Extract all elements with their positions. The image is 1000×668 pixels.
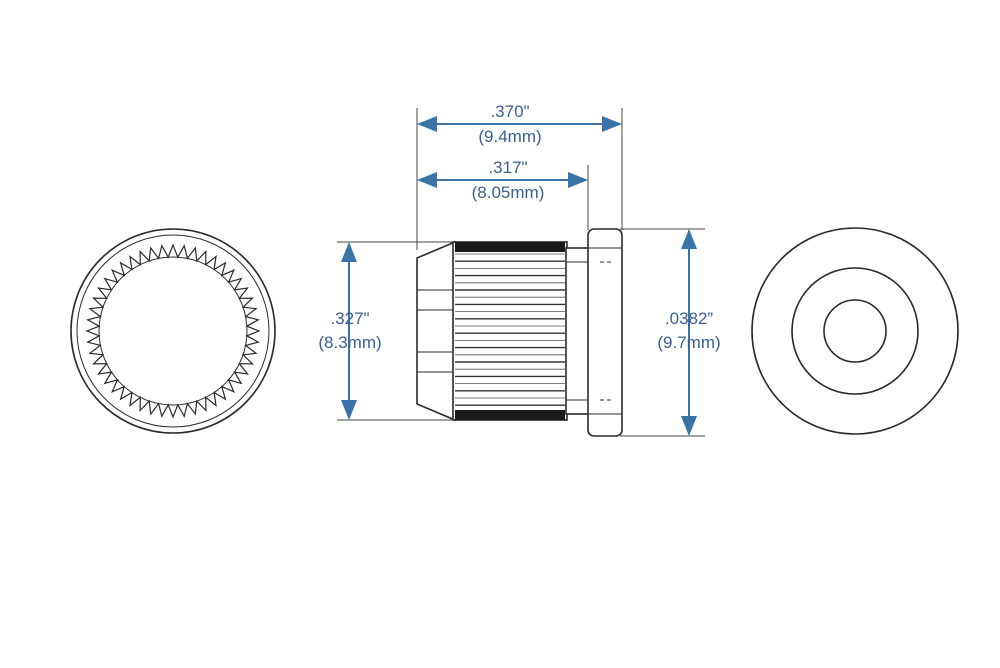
body-diameter-mm: (8.3mm) [318, 333, 381, 352]
end-view-flange [751, 227, 959, 435]
flange-diameter-mm: (9.7mm) [657, 333, 720, 352]
body-length-inch: .317" [488, 158, 527, 177]
bore-circle [98, 256, 248, 406]
overall-length-inch: .370" [490, 102, 529, 121]
body-length-mm: (8.05mm) [472, 183, 545, 202]
body-diameter-inch: .327" [330, 309, 369, 328]
knurl-bottom-band [455, 410, 565, 420]
flange [587, 228, 623, 437]
knurl-lines [455, 242, 565, 420]
shank [565, 247, 591, 415]
side-view: .370" (9.4mm) .317" (8.05mm) .327" (8.3m… [318, 102, 721, 437]
flange-diameter-inch: .0382” [665, 309, 714, 328]
end-view-knurled [70, 228, 276, 434]
knurl-top-band [455, 242, 565, 252]
overall-length-mm: (9.4mm) [478, 127, 541, 146]
chamfered-nose [416, 240, 456, 422]
internal-teeth-ring [85, 243, 261, 419]
